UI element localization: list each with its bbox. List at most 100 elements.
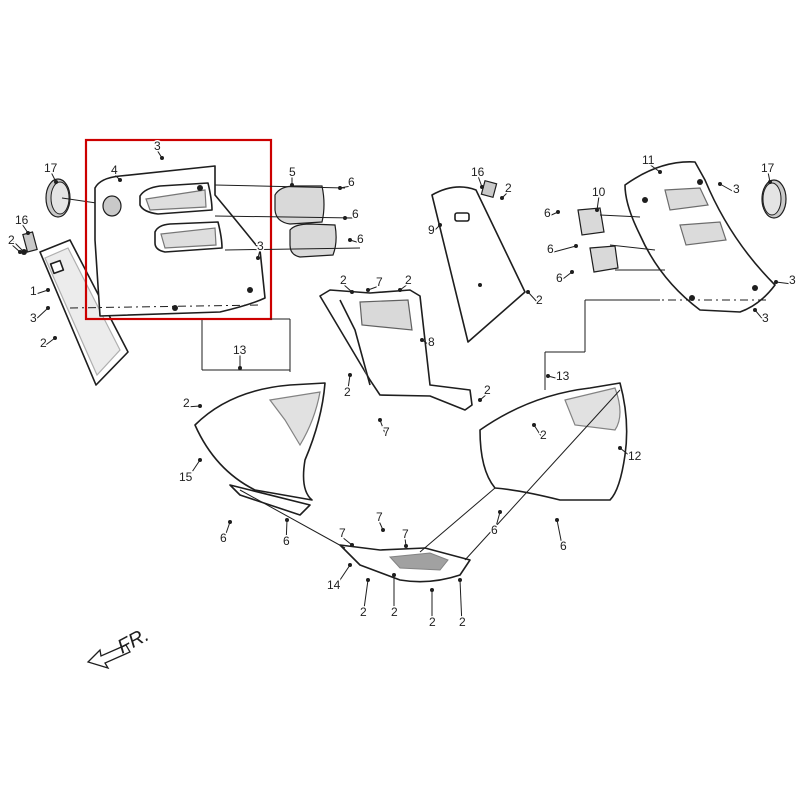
callout-c3d[interactable]: 3 [733, 182, 740, 196]
callout-c3a[interactable]: 3 [154, 139, 161, 153]
callout-c7c[interactable]: 7 [339, 526, 346, 540]
callout-halo-c3e: 3 [789, 273, 796, 287]
fastener-c7e [404, 544, 408, 548]
callout-c11[interactable]: 11 [642, 153, 655, 167]
callout-c10[interactable]: 10 [592, 185, 606, 199]
callout-c13b[interactable]: 13 [556, 369, 570, 383]
callout-c16a[interactable]: 16 [15, 213, 29, 227]
part-9-center-panel[interactable] [431, 186, 526, 343]
leader-line-c15 [185, 459, 201, 482]
leader-line-c3c [32, 307, 49, 323]
callout-halo-c6e: 6 [547, 242, 554, 256]
callout-c12[interactable]: 12 [628, 449, 642, 463]
callout-c2c[interactable]: 2 [505, 181, 512, 195]
callout-c17b[interactable]: 17 [761, 161, 775, 175]
callout-c15[interactable]: 15 [179, 470, 193, 484]
callout-halo-c3b: 3 [257, 239, 264, 253]
callout-c2i[interactable]: 2 [183, 396, 190, 410]
callout-c6i[interactable]: 6 [491, 523, 498, 537]
part-17-right-cap[interactable] [761, 179, 787, 219]
fastener-c3c [46, 306, 50, 310]
part-12-right-lower-cover[interactable] [479, 382, 628, 501]
leader-line-c3d [719, 183, 737, 194]
part-14-floor-plate[interactable] [339, 544, 471, 583]
leader-line-c6j [556, 519, 564, 551]
part-4-side-cover[interactable] [94, 165, 266, 317]
part-1-left-strip[interactable] [39, 239, 129, 386]
callout-c7d[interactable]: 7 [376, 510, 383, 524]
fastener-c2g [348, 373, 352, 377]
fastener-c6f [570, 270, 574, 274]
callout-c3e[interactable]: 3 [789, 273, 796, 287]
callout-c16b[interactable]: 16 [471, 165, 485, 179]
leader-line-c2a [10, 243, 21, 253]
callout-c6d[interactable]: 6 [544, 206, 551, 220]
part-11-right-side-cover[interactable] [624, 161, 776, 313]
callout-c6j[interactable]: 6 [560, 539, 567, 553]
fastener-c9 [438, 223, 442, 227]
part-lower-grille[interactable] [289, 223, 337, 258]
callout-halo-c15: 15 [179, 470, 193, 484]
callout-c7b[interactable]: 7 [383, 425, 390, 439]
leader-line-c2j [533, 424, 544, 440]
callout-c6g[interactable]: 6 [220, 531, 227, 545]
callout-c3b[interactable]: 3 [257, 239, 264, 253]
callout-c2g[interactable]: 2 [344, 385, 351, 399]
part-16-right-clip[interactable] [480, 179, 498, 199]
callout-c2a[interactable]: 2 [8, 233, 15, 247]
fastener-c13a [238, 366, 242, 370]
callout-c2l[interactable]: 2 [391, 605, 398, 619]
callout-halo-c14: 14 [327, 578, 341, 592]
leader-line-c7c [341, 536, 353, 546]
callout-c14[interactable]: 14 [327, 578, 341, 592]
callout-c2h[interactable]: 2 [484, 383, 491, 397]
callout-c2e[interactable]: 2 [340, 273, 347, 287]
callout-halo-c6a: 6 [348, 175, 355, 189]
callout-c2n[interactable]: 2 [459, 615, 466, 629]
callout-c7a[interactable]: 7 [376, 275, 383, 289]
callout-c6a[interactable]: 6 [348, 175, 355, 189]
leader-line-c2n [459, 579, 463, 627]
callout-halo-c6d: 6 [544, 206, 551, 220]
callout-c3c[interactable]: 3 [30, 311, 37, 325]
callout-c1[interactable]: 1 [30, 284, 37, 298]
callout-halo-c7d: 7 [376, 510, 383, 524]
callout-c6f[interactable]: 6 [556, 271, 563, 285]
leader-line-c6e [549, 245, 577, 254]
fastener-c6i [498, 510, 502, 514]
callout-c2j[interactable]: 2 [540, 428, 547, 442]
callout-c2k[interactable]: 2 [360, 605, 367, 619]
callout-c8[interactable]: 8 [428, 335, 435, 349]
callout-c2m[interactable]: 2 [429, 615, 436, 629]
part-10-right-grilles[interactable] [577, 207, 619, 273]
callout-halo-c2b: 2 [40, 336, 47, 350]
part-8-center-bracket[interactable] [319, 289, 473, 411]
callout-halo-c3a: 3 [154, 139, 161, 153]
callout-halo-c3d: 3 [733, 182, 740, 196]
callout-c7e[interactable]: 7 [402, 527, 409, 541]
callout-c3f[interactable]: 3 [762, 311, 769, 325]
callout-c2b[interactable]: 2 [40, 336, 47, 350]
callout-c9[interactable]: 9 [428, 223, 435, 237]
part-5-upper-grille[interactable] [274, 185, 325, 225]
callout-c6b[interactable]: 6 [352, 207, 359, 221]
callout-c6c[interactable]: 6 [357, 232, 364, 246]
callout-c4[interactable]: 4 [111, 163, 118, 177]
fastener-c2d [526, 290, 530, 294]
part-16-left-clip[interactable] [22, 231, 38, 253]
leader-line-c3e [775, 281, 793, 285]
callout-c5[interactable]: 5 [289, 165, 296, 179]
callout-halo-c4: 4 [111, 163, 118, 177]
callout-c6e[interactable]: 6 [547, 242, 554, 256]
fastener-c15 [198, 458, 202, 462]
part-15-left-lower-cover[interactable] [194, 382, 326, 516]
callout-c13a[interactable]: 13 [233, 343, 247, 357]
callout-c6h[interactable]: 6 [283, 534, 290, 548]
fastener-c7a [366, 288, 370, 292]
callout-c2f[interactable]: 2 [405, 273, 412, 287]
callout-c2d[interactable]: 2 [536, 293, 543, 307]
leader-line-c11 [648, 163, 661, 173]
part-17-left-cap[interactable] [45, 178, 71, 218]
callout-c17a[interactable]: 17 [44, 161, 58, 175]
